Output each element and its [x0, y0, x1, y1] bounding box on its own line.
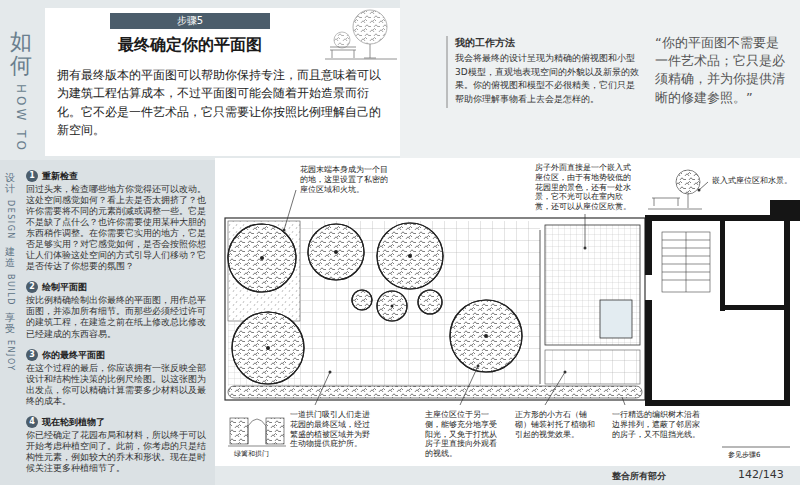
- plan-annotation: 正方形的小方石（铺砌）铺装衬托了植物和引起的视觉效果。: [515, 410, 595, 439]
- series-tag: 建造: [5, 246, 15, 268]
- section-heading: 重新检查: [42, 170, 210, 182]
- sidebar-heading: 我的工作方法: [455, 36, 515, 50]
- section-heading: 绘制平面图: [42, 281, 210, 293]
- sketch-caption: 绿篱和拱门: [234, 450, 269, 459]
- callout-number: 1: [26, 170, 38, 182]
- page-title: 最终确定你的平面图: [45, 34, 335, 56]
- plan-annotation: 嵌入式座位区和水景。: [712, 176, 796, 186]
- plan-annotation: 一行精选的编织树木沿着边界排列，遮蔽了邻居家的房子，又不阻挡光线。: [612, 410, 702, 439]
- garden-plan: [225, 218, 645, 400]
- page-ground: [400, 0, 800, 158]
- plan-annotation: 花园末端本身成为一个目的地，这里设置了私密的座位区域和火坑。: [300, 165, 392, 194]
- series-title: 如何: [10, 30, 32, 78]
- series-tag: 设计: [5, 172, 15, 194]
- method-text: 我会将最终的设计呈现为精确的俯视图和小型3D模型，直观地表现空间的外貌以及新景的…: [455, 52, 640, 106]
- section-text: 回过头来，检查哪些地方你觉得还可以改动。这处空间感觉如何？看上去是否太拥挤了？也…: [26, 184, 210, 272]
- number-circle: 2: [26, 281, 38, 293]
- series-tag: BUILD: [5, 274, 15, 306]
- series-tag: DESIGN: [5, 200, 15, 240]
- intro-text: 拥有最终版本的平面图可以帮助你保持专注，而且意味着可以为建筑工程估算成本，不过平…: [57, 66, 388, 140]
- leader-dots: [283, 189, 701, 374]
- step-section: 4 现在轮到植物了你已经确定了花园布局和材料，所以终于可以开始考虑种植空间了。此前…: [26, 416, 210, 474]
- sidebar-panel: 1 重新检查回过头来，检查哪些地方你觉得还可以改动。这处空间感觉如何？看上去是否太…: [0, 160, 215, 485]
- plan-annotation: 一道拱门吸引人们走进花园的最终区域，经过繁盛的植被区域并为野生动物提供庇护所。: [290, 410, 370, 449]
- section-heading: 你的最终平面图: [42, 349, 210, 361]
- callout-number: 3: [26, 349, 38, 361]
- callout-number: 4: [26, 416, 38, 428]
- header-ground: [45, 8, 400, 156]
- leader-lines: [284, 182, 790, 447]
- number-circle: 3: [26, 349, 38, 361]
- section-text: 你已经确定了花园布局和材料，所以终于可以开始考虑种植空间了。此前，你考虑的只是结…: [26, 430, 210, 474]
- plan-annotation: 房子外面直接是一个嵌入式座位区，由于有地势较低的花园里的景色，还有一处水景，它不…: [535, 163, 635, 212]
- step-label: 步骤5: [110, 13, 270, 29]
- step-bar: 步骤5: [110, 13, 270, 29]
- house-walls: [645, 200, 800, 406]
- series-tag: 享受: [5, 312, 15, 334]
- cross-reference: 参见步骤6: [728, 451, 760, 460]
- hedge-arch-sketch: [228, 418, 286, 446]
- page-number: 142/143: [738, 468, 784, 481]
- step-panel: 步骤5 最终确定你的平面图拥有最终版本的平面图可以帮助你保持专注，而且意味着可以为…: [45, 8, 400, 156]
- series-tag: ENJOY: [5, 340, 15, 372]
- number-circle: 4: [26, 416, 38, 428]
- step-section: 1 重新检查回过头来，检查哪些地方你觉得还可以改动。这处空间感觉如何？看上去是否太…: [26, 170, 210, 272]
- pull-quote: “你的平面图不需要是一件艺术品；它只是必须精确，并为你提供清晰的修建参照。”: [655, 34, 790, 107]
- step-section: 2 绘制平面图按比例精确绘制出你最终的平面图，用作总平面图，并添加所有细节。而那些…: [26, 281, 210, 339]
- plan-annotation: 主座位区位于另一侧，能够充分地享受阳光，又免于打扰从房子里直接向外观看的视线。: [425, 410, 503, 459]
- plan-ground: [215, 158, 800, 466]
- section-name: 整合所有部分: [612, 470, 666, 483]
- section-text: 在这个过程的最后，你应该拥有一张反映全部设计和结构性决策的比例尺绘图。以这张图为…: [26, 363, 210, 407]
- series-title: HOW TO: [14, 84, 28, 153]
- section-heading: 现在轮到植物了: [42, 416, 210, 428]
- callout-number: 2: [26, 281, 38, 293]
- number-circle: 1: [26, 170, 38, 182]
- step-section: 3 你的最终平面图在这个过程的最后，你应该拥有一张反映全部设计和结构性决策的比例尺…: [26, 349, 210, 407]
- stair-symbol: [662, 232, 710, 292]
- section-text: 按比例精确绘制出你最终的平面图，用作总平面图，并添加所有细节。而那些必须经过许可…: [26, 295, 210, 339]
- bench-sketch: [325, 10, 397, 59]
- rule-line: [447, 36, 448, 108]
- seat-sketch: [648, 170, 702, 209]
